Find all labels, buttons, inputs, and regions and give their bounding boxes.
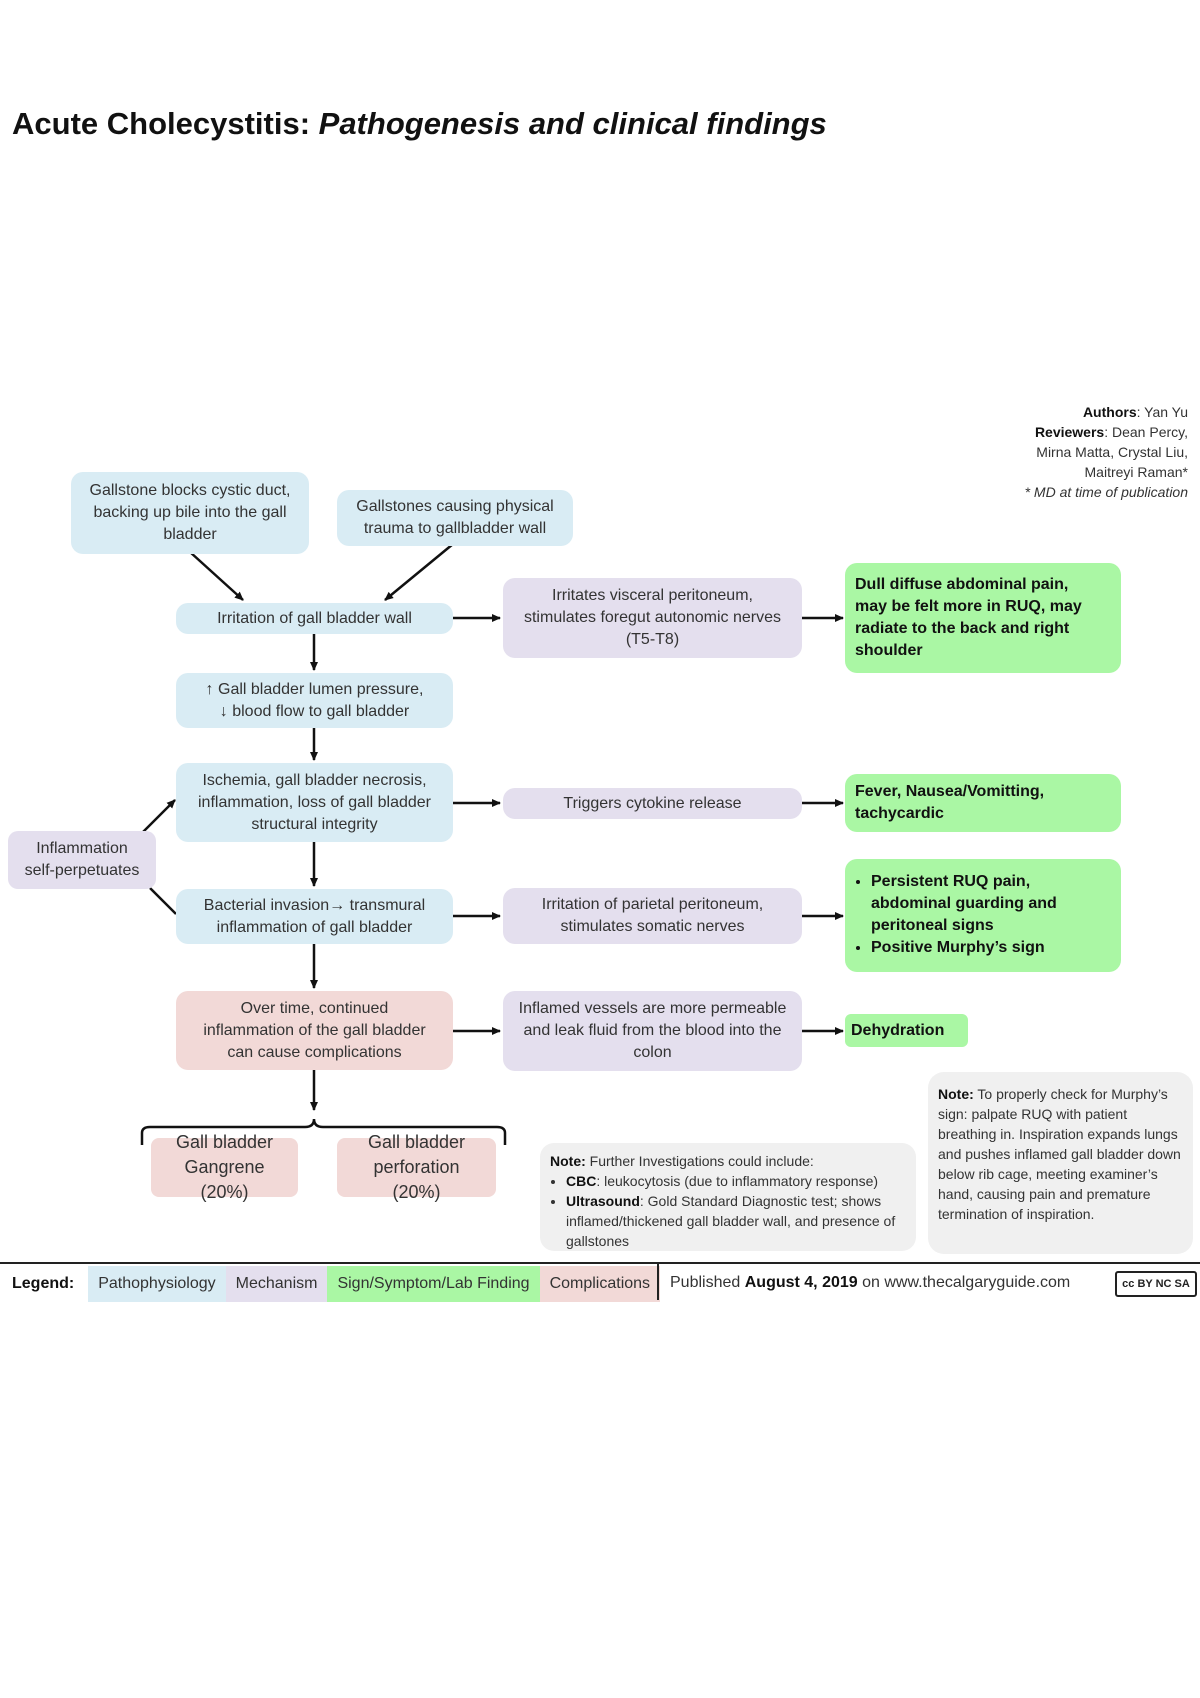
node-gangrene: Gall bladder Gangrene (20%) xyxy=(151,1132,298,1202)
note-investigations: Note: Further Investigations could inclu… xyxy=(540,1143,916,1251)
legend: Legend: Pathophysiology Mechanism Sign/S… xyxy=(0,1266,661,1302)
published-date: August 4, 2019 xyxy=(744,1274,858,1291)
authors: Yan Yu xyxy=(1144,404,1188,420)
node-dull-pain: Dull diffuse abdominal pain, may be felt… xyxy=(845,563,1121,673)
node-gallstones-trauma: Gallstones causing physical trauma to ga… xyxy=(337,490,573,546)
title-main: Acute Cholecystitis: xyxy=(12,106,311,141)
reviewers-line2: Mirna Matta, Crystal Liu, xyxy=(1036,444,1188,460)
title-sub: Pathogenesis and clinical findings xyxy=(318,106,827,141)
ruq-item-1: Persistent RUQ pain, abdominal guarding … xyxy=(871,871,1111,937)
legend-label: Legend: xyxy=(12,1275,75,1292)
node-perforation: Gall bladder perforation (20%) xyxy=(337,1132,496,1202)
arrow-blocks-to-irritation xyxy=(189,551,244,601)
legend-item-sign: Sign/Symptom/Lab Finding xyxy=(327,1266,540,1302)
reviewers-line1: Dean Percy, xyxy=(1112,424,1188,440)
ruq-item-2: Positive Murphy’s sign xyxy=(871,937,1111,959)
note-murphy-label: Note: xyxy=(938,1086,974,1102)
ruq-list: Persistent RUQ pain, abdominal guarding … xyxy=(855,871,1111,959)
node-dehydration: Dehydration xyxy=(845,1014,968,1047)
node-ruq: Persistent RUQ pain, abdominal guarding … xyxy=(845,859,1121,972)
node-lumen-pressure: ↑ Gall bladder lumen pressure, ↓ blood f… xyxy=(176,673,453,728)
inv-us-label: Ultrasound xyxy=(566,1193,640,1209)
node-cytokine: Triggers cytokine release xyxy=(503,788,802,819)
node-inflammation-self: Inflammation self-perpetuates xyxy=(8,831,156,889)
inv-cbc-text: : leukocytosis (due to inflammatory resp… xyxy=(596,1173,879,1189)
footer-divider xyxy=(0,1262,1200,1264)
note-inv-label: Note: xyxy=(550,1153,586,1169)
arrow-loop-up xyxy=(141,799,176,834)
note-murphy-text: To properly check for Murphy’s sign: pal… xyxy=(938,1086,1181,1222)
legend-item-mechanism: Mechanism xyxy=(225,1266,328,1302)
page-title: Acute Cholecystitis: Pathogenesis and cl… xyxy=(12,106,827,142)
node-bacterial: Bacterial invasion→ transmural inflammat… xyxy=(176,889,453,944)
authors-label: Authors xyxy=(1082,404,1137,420)
arrow-trauma-to-irritation xyxy=(384,543,454,601)
node-over-time: Over time, continued inflammation of the… xyxy=(176,991,453,1070)
legend-item-pathophysiology: Pathophysiology xyxy=(88,1266,226,1302)
node-visceral: Irritates visceral peritoneum, stimulate… xyxy=(503,578,802,658)
published-info: Published August 4, 2019 on www.thecalga… xyxy=(670,1268,1070,1298)
inv-item-cbc: CBC: leukocytosis (due to inflammatory r… xyxy=(566,1171,906,1191)
legend-separator xyxy=(657,1264,659,1300)
node-parietal: Irritation of parietal peritoneum, stimu… xyxy=(503,888,802,944)
node-gallstone-blocks: Gallstone blocks cystic duct, backing up… xyxy=(71,472,309,554)
inv-us-text: : Gold Standard Diagnostic test; shows i… xyxy=(566,1193,896,1249)
investigations-list: CBC: leukocytosis (due to inflammatory r… xyxy=(550,1171,906,1251)
note-inv-intro: Further Investigations could include: xyxy=(589,1153,814,1169)
credits-footnote: * MD at time of publication xyxy=(1024,484,1188,500)
node-vessels: Inflamed vessels are more permeable and … xyxy=(503,991,802,1071)
inv-cbc-label: CBC xyxy=(566,1173,597,1189)
published-prefix: Published xyxy=(670,1274,741,1291)
published-suffix: on www.thecalgaryguide.com xyxy=(862,1274,1071,1291)
reviewers-label: Reviewers xyxy=(1034,424,1105,440)
credits: Authors: Yan Yu Reviewers: Dean Percy, M… xyxy=(1024,404,1188,500)
node-irritation-wall: Irritation of gall bladder wall xyxy=(176,603,453,634)
inv-item-ultrasound: Ultrasound: Gold Standard Diagnostic tes… xyxy=(566,1191,906,1251)
cc-license-badge: cc BY NC SA xyxy=(1115,1271,1197,1297)
reviewers-line3: Maitreyi Raman* xyxy=(1084,464,1188,480)
legend-item-complications: Complications xyxy=(539,1266,661,1302)
complications-bracket xyxy=(140,1118,507,1145)
line-loop-down xyxy=(149,887,177,915)
note-murphy: Note: To properly check for Murphy’s sig… xyxy=(928,1072,1193,1254)
node-fever: Fever, Nausea/Vomitting, tachycardic xyxy=(845,774,1121,832)
node-ischemia: Ischemia, gall bladder necrosis, inflamm… xyxy=(176,763,453,842)
